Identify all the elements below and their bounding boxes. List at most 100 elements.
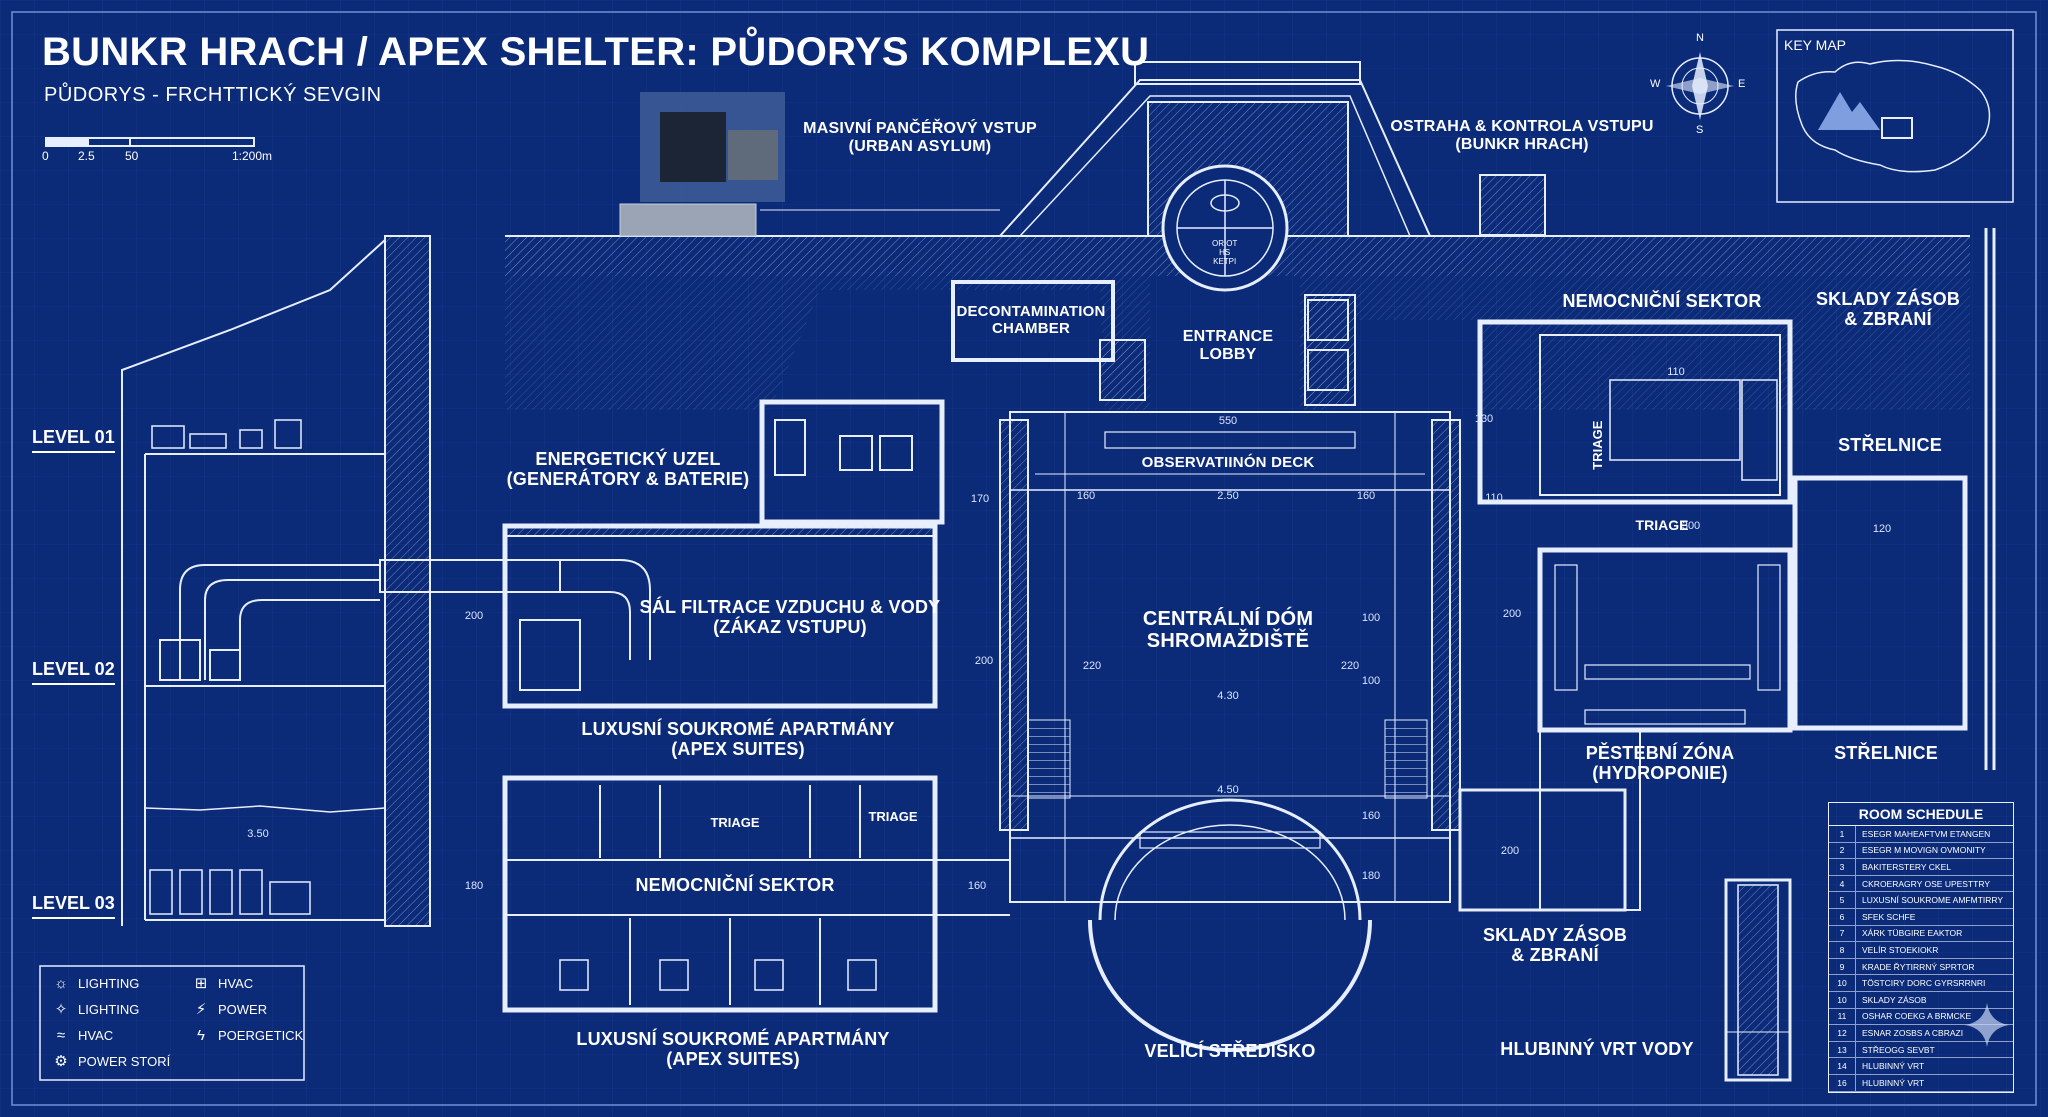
- light-fixture-icon: ✧: [54, 1001, 68, 1018]
- dim-220b: 220: [1340, 660, 1360, 672]
- room-schedule-row: 13 STŘEOGG SEVBT: [1829, 1041, 2013, 1059]
- label-hospital-top: NEMOCNIČNÍ SEKTOR: [1562, 291, 1762, 311]
- key-map-title: KEY MAP: [1784, 37, 1846, 53]
- compass-south: S: [1696, 124, 1704, 136]
- dim-180a: 180: [464, 880, 484, 892]
- room-name: BAKITERSTERY CKEL: [1862, 861, 1951, 872]
- entry-superstructure: [999, 61, 1546, 292]
- legend-label: POWER: [218, 1001, 268, 1017]
- room-number: 2: [1829, 842, 1856, 859]
- room-number: 13: [1829, 1041, 1856, 1058]
- legend-item-power: ⚡ POWER: [192, 1000, 267, 1018]
- dim-110a: 110: [1485, 492, 1503, 504]
- room-schedule-row: 14 HLUBINNÝ VRT: [1829, 1058, 2013, 1075]
- room-name: STŘEOGG SEVBT: [1862, 1044, 1935, 1055]
- label-triage-a: TRIAGE: [710, 815, 760, 830]
- hvac-flow-icon: ≈: [56, 1026, 66, 1044]
- power-bolt-icon: ϟ: [197, 1026, 205, 1044]
- command-center: [1088, 798, 1372, 1052]
- room-name: CKROERAGRY OSE UPESTTRY: [1862, 878, 1991, 889]
- label-filtration-hall: SÁL FILTRACE VZDUCHU & VODY (ZÁKAZ VSTUP…: [639, 597, 941, 637]
- legend-label: HVAC: [78, 1027, 114, 1043]
- legend-item-lighting-fixture: ✧ LIGHTING: [52, 1000, 140, 1018]
- legend-item-hvac-flow: ≈ HVAC: [52, 1026, 113, 1044]
- room-name: HLUBINNÝ VRT: [1862, 1077, 1925, 1088]
- room-number: 7: [1829, 925, 1856, 942]
- vault-door-text: ORIOT HS KETPI: [1212, 239, 1238, 266]
- level-03-marker: LEVEL 03: [32, 893, 115, 919]
- room-name: HLUBINNÝ VRT: [1862, 1061, 1925, 1072]
- room-name: ESEGR MAHEAFTVM ETANGEN: [1862, 828, 1991, 839]
- room-name: XÁRK TÜBGIRE EAKTOR: [1862, 928, 1963, 939]
- label-apartments-upper: LUXUSNÍ SOUKROMÉ APARTMÁNY (APEX SUITES): [581, 719, 895, 759]
- label-triage-b: TRIAGE: [868, 809, 918, 824]
- dim-550: 550: [1218, 415, 1238, 427]
- level-01-marker: LEVEL 01: [32, 427, 115, 453]
- legend-label: LIGHTING: [78, 975, 140, 991]
- label-energy-node: ENERGETICKÝ UZEL (GENERÁTORY & BATERIE): [506, 449, 750, 489]
- room-name: SFEK SCHFE: [1862, 911, 1916, 922]
- dim-100a: 100: [1361, 612, 1381, 624]
- label-apartments-lower: LUXUSNÍ SOUKROMÉ APARTMÁNY (APEX SUITES): [576, 1029, 890, 1069]
- decon-lobby: [951, 280, 1356, 406]
- legend-label: HVAC: [218, 975, 254, 991]
- dim-220a: 220: [1082, 660, 1102, 672]
- room-number: 10: [1829, 991, 1856, 1008]
- room-schedule-title: ROOM SCHEDULE: [1829, 803, 2013, 826]
- lower-left-wings: [502, 775, 1010, 1013]
- room-number: 10: [1829, 975, 1856, 991]
- dim-100b: 100: [1361, 675, 1381, 687]
- gear-icon: ⚙: [54, 1053, 68, 1070]
- deep-well: [1724, 228, 1996, 1082]
- label-hydroponics: PĚSTEBNÍ ZÓNA (HYDROPONIE): [1585, 743, 1735, 783]
- room-schedule-rows: 1 ESEGR MAHEAFTVM ETANGEN 2 ESEGR M MOVIGN …: [1829, 826, 2013, 1092]
- level-02-marker: LEVEL 02: [32, 659, 115, 685]
- scale-tick-0: 0: [42, 149, 49, 163]
- label-shooting-bottom: STŘELNICE: [1834, 743, 1938, 763]
- central-dome-structure: [999, 411, 1461, 903]
- room-number: 14: [1829, 1058, 1856, 1074]
- dim-170: 170: [970, 493, 990, 505]
- legend-item-lighting: ☼ LIGHTING: [52, 974, 139, 992]
- legend-frame: [39, 965, 305, 1081]
- label-central-dome: CENTRÁLNÍ DÓM SHROMAŽDIŠTĚ: [1142, 608, 1314, 652]
- hvac-grid-icon: ⊞: [194, 975, 208, 992]
- room-name: LUXUSNÍ SOUKROME AMFMTIRRY: [1862, 895, 2004, 906]
- room-schedule-row: 10 SKLADY ZÁSOB: [1829, 991, 2013, 1009]
- dim-110b: 110: [1667, 366, 1685, 378]
- scale-tick-50: 50: [125, 149, 139, 163]
- label-deep-well: HLUBINNÝ VRT VODY: [1500, 1039, 1694, 1059]
- key-map-frame: [1776, 29, 2014, 203]
- dim-300: 300: [1681, 520, 1701, 532]
- label-triage-vertical: TRIAGE: [1589, 420, 1605, 470]
- right-wing: [1458, 319, 1968, 912]
- room-number: 12: [1829, 1025, 1856, 1041]
- room-name: ESEGR M MOVIGN OVMONITY: [1862, 845, 1986, 856]
- dim-160b: 160: [1356, 490, 1376, 502]
- scale-ratio: 1:200m: [232, 149, 273, 163]
- label-supplies-bottom: SKLADY ZÁSOB & ZBRANÍ: [1482, 925, 1628, 965]
- dim-200b: 200: [974, 655, 994, 667]
- compass-west: W: [1650, 78, 1661, 90]
- room-number: 1: [1829, 826, 1856, 842]
- room-name: TÖSTCIRY DORC GYRSRRNRI: [1862, 978, 1986, 989]
- room-schedule-row: 1 ESEGR MAHEAFTVM ETANGEN: [1829, 826, 2013, 843]
- legend-label: LIGHTING: [78, 1001, 140, 1017]
- label-supplies-top: SKLADY ZÁSOB & ZBRANÍ: [1815, 289, 1961, 329]
- legend-item-poergetick: ϟ POERGETICK: [192, 1026, 303, 1044]
- compass-rose: [1666, 52, 1734, 120]
- room-number: 4: [1829, 875, 1856, 892]
- room-schedule-row: 2 ESEGR M MOVIGN OVMONITY: [1829, 842, 2013, 860]
- room-name: VELÍR STOEKIOKR: [1862, 944, 1939, 955]
- scale-bar: [45, 137, 255, 147]
- dim-200a: 200: [464, 610, 484, 622]
- dim-250: 2.50: [1217, 490, 1239, 502]
- room-name: SKLADY ZÁSOB: [1862, 994, 1927, 1005]
- label-security-control: OSTRAHA & KONTROLA VSTUPU (BUNKR HRACH): [1390, 118, 1654, 153]
